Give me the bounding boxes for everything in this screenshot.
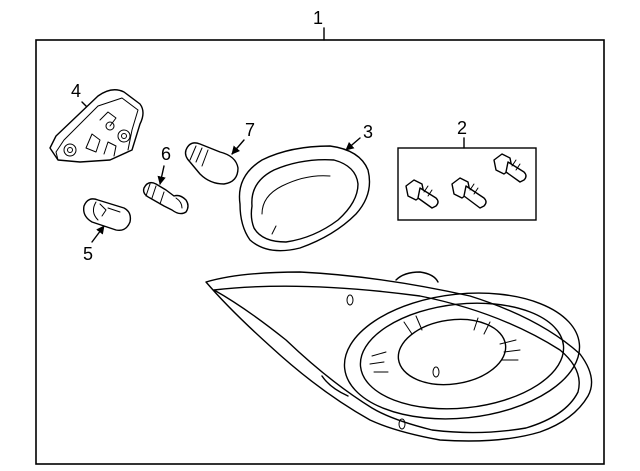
callout-screws[interactable]: 2 — [457, 118, 467, 149]
screw-part — [451, 177, 487, 209]
bulb-large-upper-part — [184, 142, 239, 185]
callout-bulb-small[interactable]: 6 — [157, 144, 171, 185]
tail-lamp-housing-part — [205, 271, 593, 442]
screw-part — [405, 179, 439, 209]
screws-box — [397, 147, 537, 221]
bulb-small-part — [142, 181, 189, 215]
callout-number-3: 3 — [363, 122, 373, 142]
callout-assembly[interactable]: 1 — [313, 8, 325, 41]
socket-holder-part — [49, 89, 144, 163]
callout-number-5: 5 — [83, 244, 93, 264]
callout-bulb-upper[interactable]: 7 — [231, 120, 255, 155]
screw-part — [493, 153, 527, 183]
bulb-large-lower-part — [82, 198, 132, 232]
callout-number-6: 6 — [161, 144, 171, 164]
callout-number-2: 2 — [457, 118, 467, 138]
callout-number-7: 7 — [245, 120, 255, 140]
callout-number-4: 4 — [71, 81, 81, 101]
gasket-part — [238, 145, 371, 252]
callout-number-1: 1 — [313, 8, 323, 28]
assembly-frame — [35, 39, 605, 465]
callout-gasket[interactable]: 3 — [345, 122, 373, 151]
callout-bulb-lower[interactable]: 5 — [83, 225, 105, 264]
